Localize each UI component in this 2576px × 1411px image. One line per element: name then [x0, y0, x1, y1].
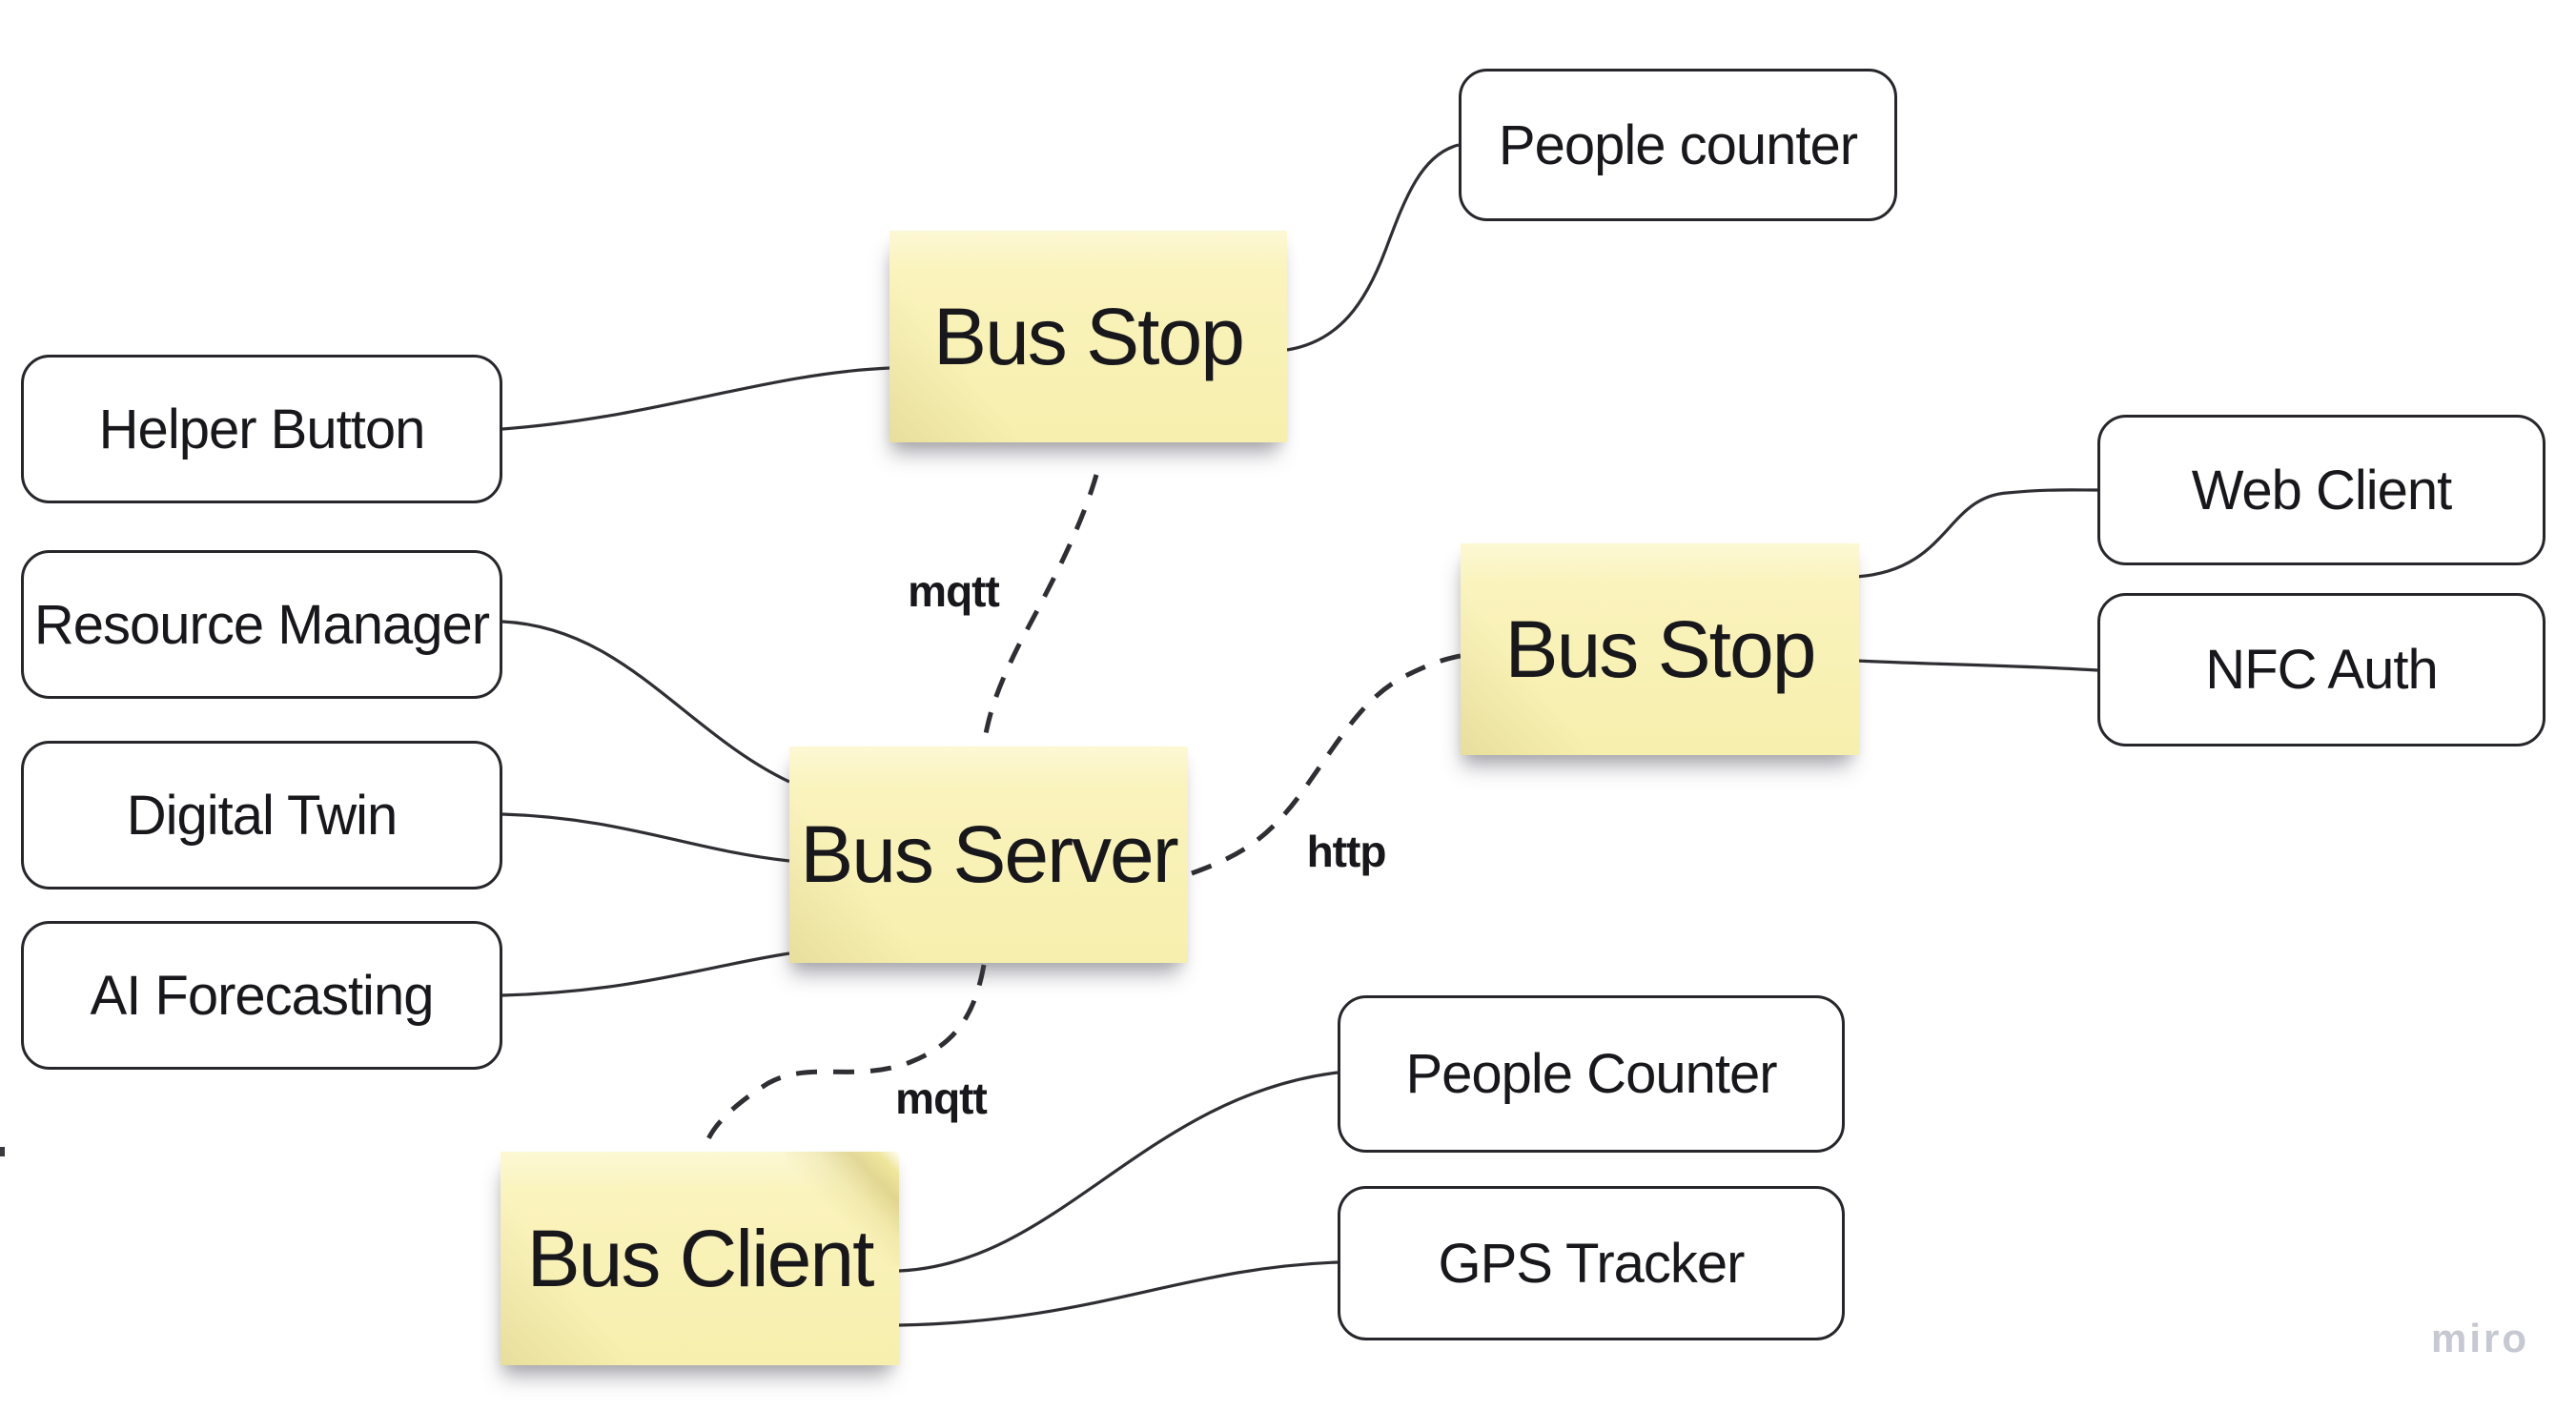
connector-label-mqtt-2[interactable]: mqtt [895, 1074, 988, 1123]
node-people-counter-bottom[interactable]: People Counter [1338, 995, 1845, 1153]
shape-node-label: NFC Auth [2205, 639, 2438, 701]
connector-helper-button-to-bus-stop-top[interactable] [501, 366, 890, 431]
node-resource-manager[interactable]: Resource Manager [21, 550, 502, 699]
shape-node-label: GPS Tracker [1438, 1232, 1746, 1295]
connector-bus-client-to-gps-tracker[interactable] [898, 1260, 1339, 1327]
connector-label-http-1[interactable]: http [1306, 827, 1387, 876]
shape-node-label: People counter [1498, 113, 1858, 176]
node-web-client[interactable]: Web Client [2097, 415, 2545, 565]
edge-artifact [0, 1147, 5, 1156]
shape-node-label: Digital Twin [126, 784, 398, 847]
shape-node-label: Resource Manager [33, 593, 490, 656]
node-people-counter-top[interactable]: People counter [1459, 69, 1897, 221]
shape-node-label: People Counter [1405, 1043, 1777, 1105]
sticky-bus-server[interactable]: Bus Server [789, 746, 1188, 963]
connector-bus-client-to-people-counter-bottom[interactable] [898, 1071, 1339, 1273]
shape-node-label: Helper Button [98, 398, 426, 460]
connector-digital-twin-to-bus-server[interactable] [501, 812, 790, 863]
connector-resource-manager-to-bus-server[interactable] [501, 620, 790, 784]
sticky-note-label: Bus Stop [1504, 603, 1817, 694]
connector-bus-stop-right-to-web-client[interactable] [1855, 488, 2098, 579]
node-nfc-auth[interactable]: NFC Auth [2097, 593, 2545, 746]
node-helper-button[interactable]: Helper Button [21, 355, 502, 503]
node-gps-tracker[interactable]: GPS Tracker [1338, 1186, 1845, 1340]
connector-bus-stop-top-to-bus-server[interactable] [981, 474, 1099, 747]
sticky-bus-stop-right[interactable]: Bus Stop [1461, 543, 1859, 755]
connector-label-mqtt-0[interactable]: mqtt [908, 566, 1000, 616]
sticky-bus-stop-top[interactable]: Bus Stop [889, 231, 1287, 442]
node-ai-forecasting[interactable]: AI Forecasting [21, 921, 502, 1070]
sticky-note-label: Bus Client [526, 1213, 875, 1303]
miro-watermark: miro [2431, 1316, 2530, 1360]
sticky-bus-client[interactable]: Bus Client [501, 1152, 899, 1365]
connector-bus-server-to-bus-client[interactable] [701, 964, 987, 1155]
sticky-note-label: Bus Stop [933, 291, 1245, 381]
connector-bus-stop-top-to-people-counter-top[interactable] [1286, 143, 1460, 352]
shape-node-label: AI Forecasting [90, 964, 435, 1027]
sticky-note-label: Bus Server [800, 809, 1178, 899]
shape-node-label: Web Client [2191, 459, 2453, 521]
connector-ai-forecasting-to-bus-server[interactable] [501, 951, 790, 997]
node-digital-twin[interactable]: Digital Twin [21, 741, 502, 890]
connector-bus-stop-right-to-nfc-auth[interactable] [1855, 659, 2098, 672]
